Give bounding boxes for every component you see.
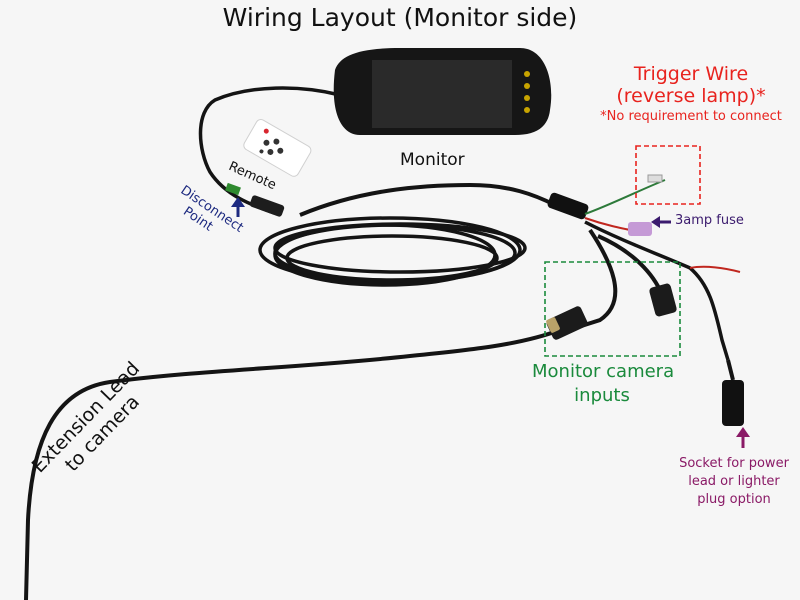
camera-inputs-line-2: inputs xyxy=(574,385,630,407)
diagram-title: Wiring Layout (Monitor side) xyxy=(222,3,578,32)
disconnect-connector xyxy=(249,195,285,217)
disconnect-arrow xyxy=(231,197,245,217)
coiled-cable xyxy=(258,216,527,287)
trigger-wire-box xyxy=(635,145,701,205)
extra-red-wire xyxy=(689,265,741,273)
main-cable xyxy=(299,182,556,217)
camera-input-cable-2 xyxy=(597,234,662,291)
trigger-wire xyxy=(584,179,666,215)
junction-block xyxy=(547,192,589,220)
remote-control xyxy=(243,119,312,177)
trigger-line-2: (reverse lamp)* xyxy=(616,84,766,107)
camera-inputs-label: Monitor camera inputs xyxy=(532,360,675,409)
socket-arrow xyxy=(736,427,750,448)
extension-cable xyxy=(24,328,561,600)
socket-line-3: plug option xyxy=(697,492,771,508)
socket-cable xyxy=(726,359,735,381)
connector-band xyxy=(225,182,241,196)
camera-input-connector-2 xyxy=(649,283,677,317)
socket-label: Socket for power lead or lighter plug op… xyxy=(668,455,800,510)
monitor-cable xyxy=(198,86,341,217)
power-socket xyxy=(722,380,744,426)
socket-line-2: lead or lighter xyxy=(688,474,780,490)
camera-input-connector-1 xyxy=(546,306,588,340)
fuse-holder xyxy=(628,222,652,236)
camera-inputs-box xyxy=(544,261,681,357)
monitor xyxy=(333,48,552,135)
trigger-line-1: Trigger Wire xyxy=(633,63,749,85)
socket-line-1: Socket for power xyxy=(679,456,789,471)
fuse-arrow xyxy=(651,216,671,228)
trigger-note: *No requirement to connect xyxy=(600,108,782,124)
trigger-terminal xyxy=(647,174,663,183)
camera-input-cable-1 xyxy=(574,228,618,330)
fuse-label: 3amp fuse xyxy=(675,213,744,228)
camera-inputs-line-1: Monitor camera xyxy=(532,361,675,382)
trigger-wire-label: Trigger Wire (reverse lamp)* *No require… xyxy=(586,63,796,125)
monitor-label: Monitor xyxy=(400,150,465,170)
connector-gold xyxy=(546,317,560,333)
